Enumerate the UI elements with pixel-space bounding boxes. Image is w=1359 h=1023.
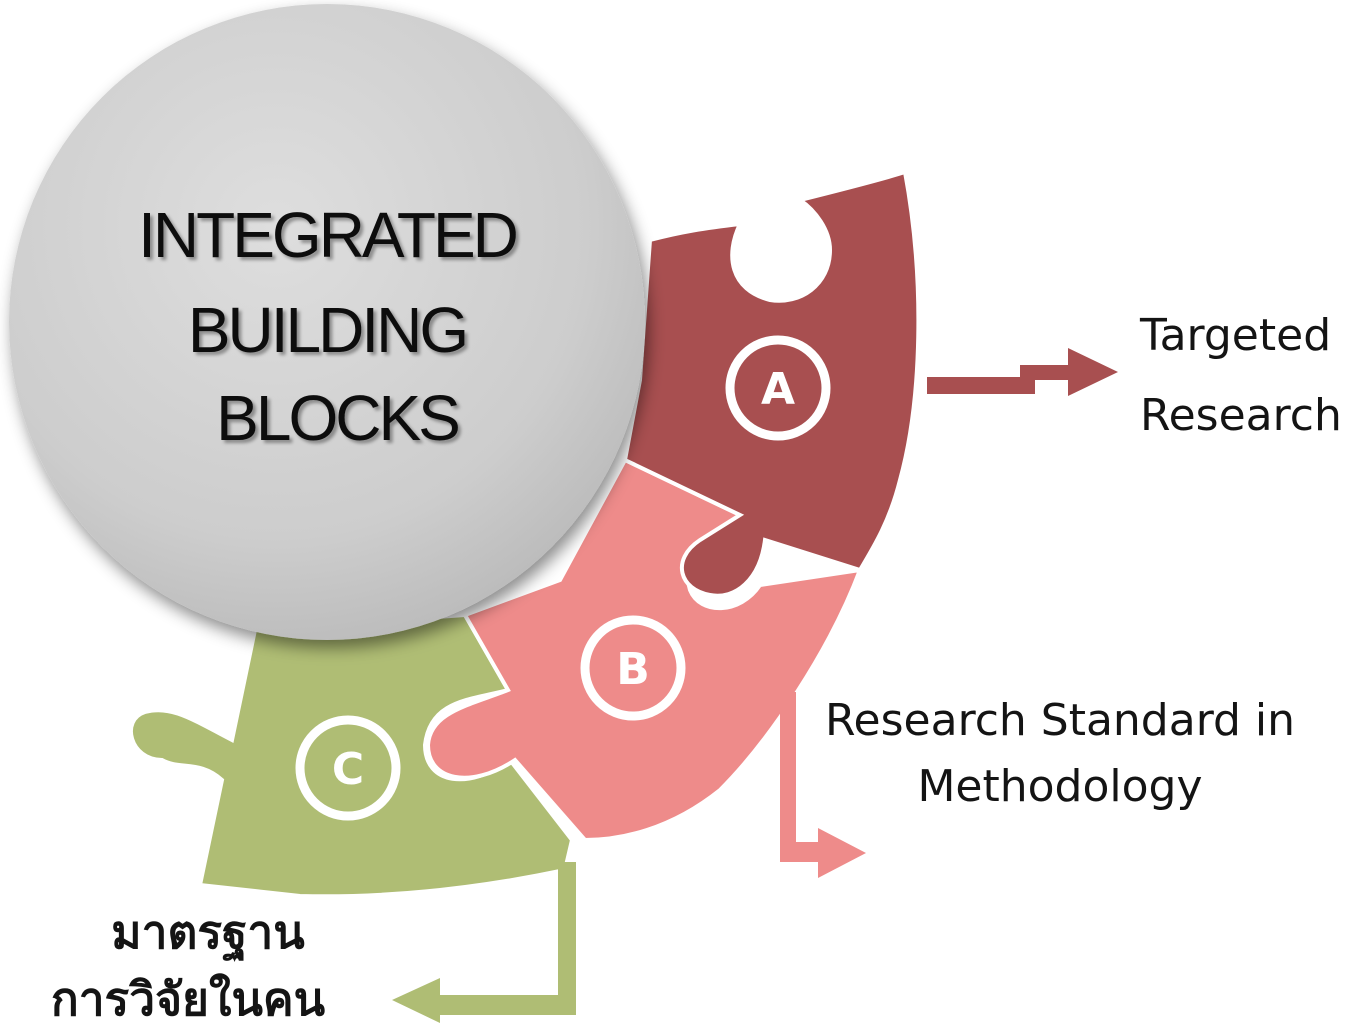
label-b-line-2: Methodology <box>917 761 1202 812</box>
puzzle-piece-b <box>425 457 864 843</box>
badge-b-letter: B <box>616 644 650 695</box>
puzzle-piece-a-shape <box>622 169 921 598</box>
badge-c: C <box>295 715 401 821</box>
label-a-line-1: Targeted <box>1139 310 1331 361</box>
puzzle-piece-b-shape <box>425 457 864 843</box>
puzzle-piece-a <box>622 169 921 598</box>
hub-line-1: INTEGRATED <box>138 199 517 271</box>
hub-line-2: BUILDING <box>188 294 466 366</box>
label-c-line-2: การวิจัยในคน <box>51 972 326 1023</box>
hub-line-3: BLOCKS <box>216 382 458 454</box>
label-a-line-2: Research <box>1140 390 1342 441</box>
badge-a-letter: A <box>761 364 795 415</box>
badge-c-letter: C <box>332 744 364 795</box>
label-b-line-1: Research Standard in <box>825 695 1295 746</box>
hub-circle: INTEGRATED BUILDING BLOCKS <box>9 4 645 640</box>
arrow-c-icon <box>392 862 576 1023</box>
arrow-b-icon <box>780 692 866 878</box>
badge-a: A <box>725 335 831 441</box>
arrow-a-icon <box>927 348 1118 396</box>
badge-b: B <box>580 615 686 721</box>
puzzle-piece-c <box>128 612 575 899</box>
label-c-line-1: มาตรฐาน <box>111 905 305 962</box>
puzzle-piece-c-shape <box>128 612 575 899</box>
